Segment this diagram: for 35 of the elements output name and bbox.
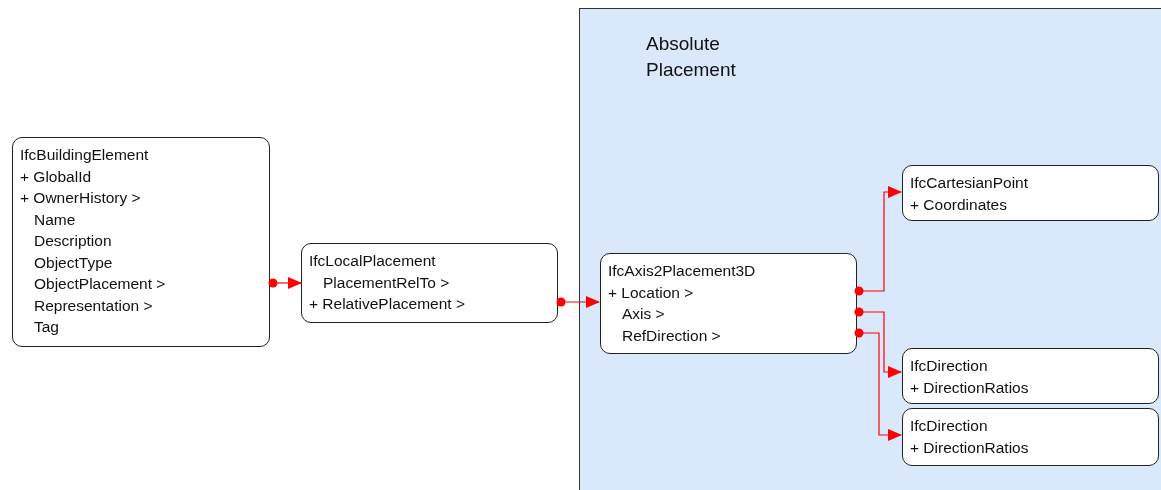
- attribute-text: + DirectionRatios: [910, 377, 1030, 398]
- panel-title: Absolute Placement: [646, 32, 737, 82]
- attribute-text: PlacementRelTo >: [322, 272, 451, 293]
- attribute-text: Axis >: [621, 304, 666, 324]
- attribute-text: + GlobalId: [20, 166, 93, 187]
- attribute-text: + DirectionRatios: [910, 437, 1030, 458]
- class-name: IfcDirection: [910, 356, 989, 376]
- attribute-text: ObjectPlacement >: [33, 274, 167, 294]
- class-name: IfcLocalPlacement: [309, 251, 437, 271]
- attribute-text: + Location >: [608, 282, 695, 303]
- class-box: [902, 165, 1159, 221]
- connector-arrow: [854, 307, 902, 378]
- attribute-text: Description: [33, 231, 113, 251]
- connector-arrow: [268, 277, 302, 289]
- class-box: [902, 408, 1159, 466]
- connector-arrow: [854, 328, 902, 441]
- class-box: [600, 253, 857, 354]
- connector-arrow: [854, 186, 902, 296]
- class-name: IfcCartesianPoint: [910, 173, 1030, 193]
- class-name: IfcBuildingElement: [20, 145, 150, 165]
- attribute-text: + RelativePlacement >: [309, 294, 466, 314]
- placement-panel: [579, 8, 1161, 490]
- class-box: [301, 243, 558, 323]
- attribute-text: Name: [33, 209, 77, 230]
- attribute-text: + OwnerHistory >: [20, 188, 142, 208]
- class-name: IfcDirection: [910, 416, 989, 436]
- connector-arrow: [556, 296, 600, 308]
- attribute-text: ObjectType: [33, 252, 114, 273]
- attribute-text: Representation >: [33, 295, 154, 316]
- attribute-text: + Coordinates: [910, 194, 1008, 215]
- attribute-text: Tag: [33, 317, 60, 337]
- class-box: [902, 348, 1159, 404]
- attribute-text: RefDirection >: [621, 325, 722, 346]
- class-name: IfcAxis2Placement3D: [608, 261, 757, 281]
- class-box: [12, 137, 270, 347]
